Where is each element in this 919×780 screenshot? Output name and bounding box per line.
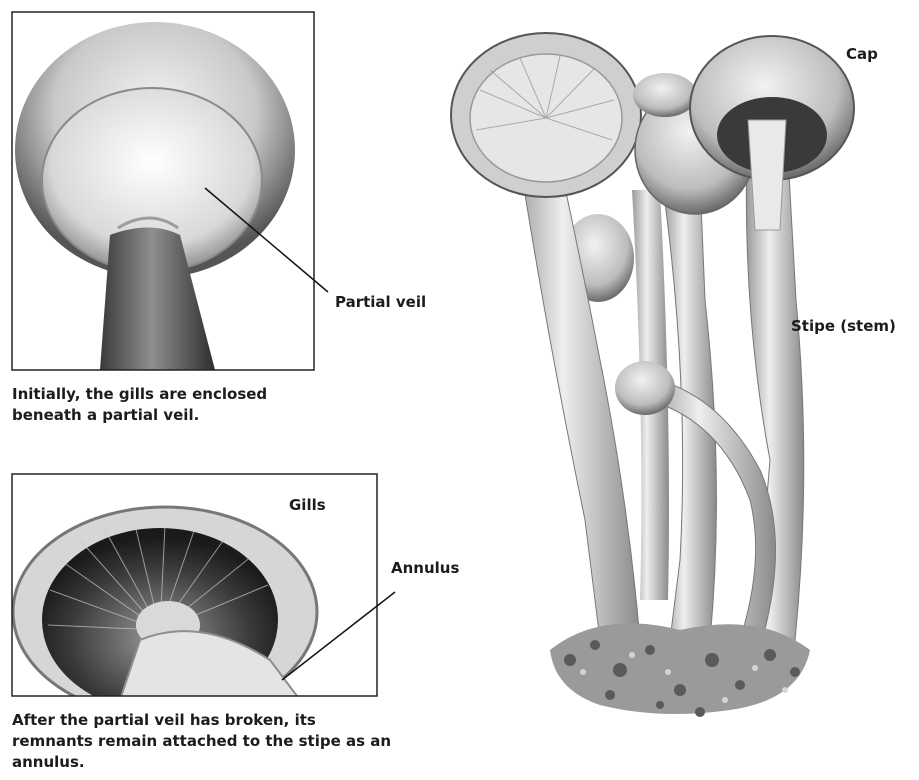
caption-top: Initially, the gills are enclosed beneat… bbox=[12, 384, 342, 426]
small-cap-front bbox=[615, 361, 675, 415]
label-annulus: Annulus bbox=[391, 559, 459, 577]
partial-veil-inset bbox=[12, 12, 314, 370]
label-gills: Gills bbox=[289, 496, 326, 514]
label-partial-veil: Partial veil bbox=[335, 293, 426, 311]
mushroom-cluster bbox=[451, 33, 854, 717]
caption-bottom: After the partial veil has broken, its r… bbox=[12, 710, 397, 773]
moss-base bbox=[550, 623, 810, 717]
label-cap: Cap bbox=[846, 45, 878, 63]
label-stipe: Stipe (stem) bbox=[791, 317, 896, 335]
cap-top-small bbox=[633, 73, 697, 117]
